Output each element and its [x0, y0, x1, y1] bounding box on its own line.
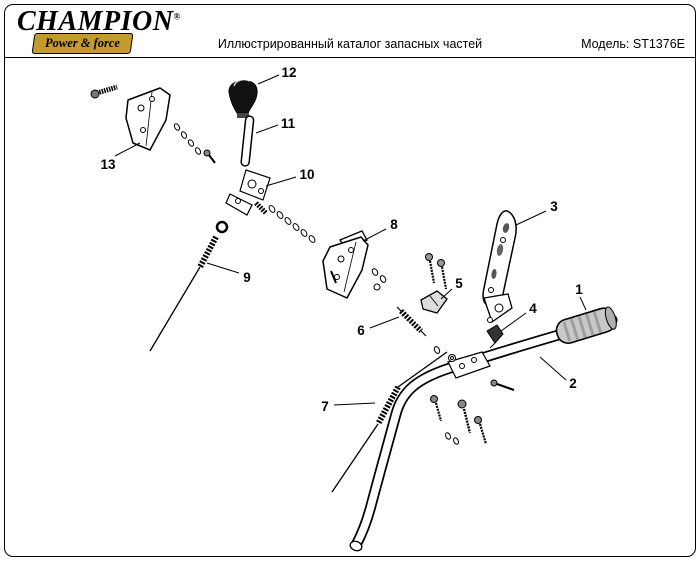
handlebar-tube-part — [349, 314, 618, 552]
clamp-5-part — [420, 253, 448, 314]
callout-3: 3 — [515, 199, 558, 226]
shift-lever-assembly-part — [225, 169, 316, 243]
callout-13-label: 13 — [100, 157, 116, 172]
callout-2-label: 2 — [569, 376, 577, 391]
callout-7-label: 7 — [321, 399, 329, 414]
clip-4-part — [486, 324, 504, 349]
callout-11-label: 11 — [281, 116, 296, 131]
callout-4: 4 — [500, 301, 537, 332]
registered-mark: ® — [173, 11, 181, 22]
callout-13: 13 — [100, 142, 141, 172]
shift-knob-part — [228, 78, 258, 118]
callout-7: 7 — [321, 399, 376, 414]
page-header: CHAMPION® Power & force Иллюстрированный… — [5, 5, 695, 58]
mount-plate-part — [447, 351, 491, 379]
grip-1-part — [555, 306, 617, 345]
callout-10-label: 10 — [299, 167, 314, 182]
model-label: Модель: ST1376E — [581, 37, 685, 51]
callout-9: 9 — [206, 262, 251, 285]
fasteners-part — [430, 346, 515, 445]
page-border: CHAMPION® Power & force Иллюстрированный… — [4, 4, 696, 557]
brand-name: CHAMPION — [17, 6, 174, 37]
callout-6: 6 — [357, 316, 400, 338]
shift-rod-part — [240, 115, 255, 167]
bracket-8-part — [322, 230, 387, 299]
callout-6-label: 6 — [357, 323, 365, 338]
callout-1-label: 1 — [575, 282, 583, 297]
champion-logo: CHAMPION® Power & force — [17, 8, 181, 54]
cable-9-part — [149, 220, 229, 352]
page-title: Иллюстрированный каталог запасных частей — [217, 37, 483, 51]
cable-7-part — [331, 351, 448, 493]
logo-brand-text: CHAMPION® — [17, 8, 181, 36]
callout-5: 5 — [440, 276, 463, 300]
callout-10: 10 — [265, 167, 315, 187]
callout-1: 1 — [575, 282, 587, 311]
spring-6-part — [396, 306, 427, 337]
callout-9-label: 9 — [243, 270, 251, 285]
bracket-13-part — [90, 84, 216, 164]
callout-4-label: 4 — [529, 301, 537, 316]
callout-8-label: 8 — [390, 217, 398, 232]
callout-3-label: 3 — [550, 199, 558, 214]
lever-3-part — [482, 210, 517, 324]
callout-8: 8 — [362, 217, 398, 242]
callout-12: 12 — [257, 65, 297, 85]
callout-11: 11 — [255, 116, 296, 134]
callout-2: 2 — [539, 356, 577, 391]
callout-5-label: 5 — [455, 276, 463, 291]
callout-12-label: 12 — [281, 65, 296, 80]
